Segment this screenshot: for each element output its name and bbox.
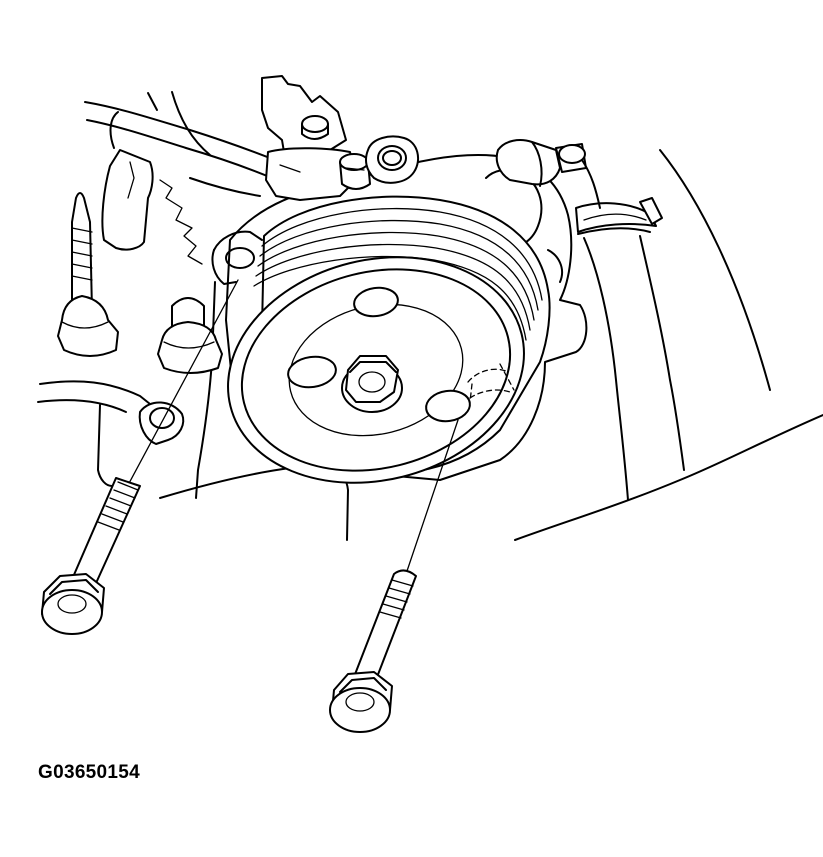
top-bolt-flange xyxy=(365,135,420,184)
figure-id-label: G03650154 xyxy=(38,762,141,783)
hidden-bolt-dashed xyxy=(467,363,515,403)
mounting-stud-tall xyxy=(57,192,119,357)
pulley-center-nut xyxy=(341,355,403,413)
pulley-access-holes xyxy=(287,286,471,423)
hose-fitting xyxy=(495,139,587,187)
hose-clamp xyxy=(575,197,663,235)
mounting-bracket xyxy=(101,149,261,265)
top-bolt-left xyxy=(301,115,329,140)
return-hose xyxy=(581,159,685,501)
assembly-guide-lines xyxy=(119,279,459,575)
mounting-bolt-left xyxy=(41,477,141,635)
mounting-stud-short xyxy=(157,297,223,374)
upper-left-hose xyxy=(84,91,281,179)
top-bolt-center xyxy=(339,153,371,190)
mounting-bolt-lower xyxy=(329,569,417,733)
